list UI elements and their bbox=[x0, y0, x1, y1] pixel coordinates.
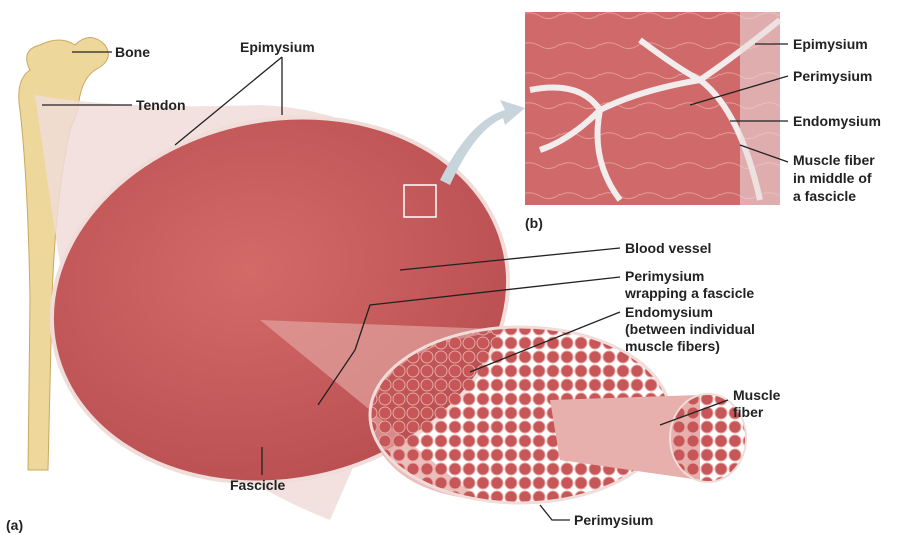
inset-marker bbox=[403, 184, 437, 218]
label-bone: Bone bbox=[115, 44, 150, 60]
muscle-fiber-illustration bbox=[550, 395, 700, 480]
label-epimysium: Epimysium bbox=[240, 39, 315, 55]
label-muscle-fiber-2: fiber bbox=[733, 404, 764, 420]
label-endomysium-2: (between individual bbox=[625, 321, 755, 337]
label-b-muscle-fiber-3: a fascicle bbox=[793, 188, 856, 204]
label-b-perimysium: Perimysium bbox=[793, 68, 872, 84]
label-perimysium: Perimysium bbox=[574, 512, 653, 528]
muscle-fiber-cross-section bbox=[669, 393, 747, 483]
label-perimysium-wrapping-2: wrapping a fascicle bbox=[624, 285, 754, 301]
label-b-endomysium: Endomysium bbox=[793, 113, 881, 129]
label-fascicle: Fascicle bbox=[230, 477, 285, 493]
label-b-muscle-fiber: Muscle fiber bbox=[793, 152, 875, 168]
fascicle-illustration bbox=[260, 320, 520, 500]
panel-a-tag: (a) bbox=[6, 517, 23, 533]
panel-b-tag: (b) bbox=[525, 215, 543, 231]
micrograph-panel bbox=[525, 12, 782, 205]
label-muscle-fiber: Muscle bbox=[733, 387, 781, 403]
label-endomysium-3: muscle fibers) bbox=[625, 338, 720, 354]
label-b-epimysium: Epimysium bbox=[793, 36, 868, 52]
label-blood-vessel: Blood vessel bbox=[625, 240, 711, 256]
zoom-arrow bbox=[440, 100, 525, 185]
label-endomysium: Endomysium bbox=[625, 304, 713, 320]
leader-lines bbox=[42, 43, 789, 521]
label-tendon: Tendon bbox=[136, 97, 186, 113]
label-perimysium-wrapping: Perimysium bbox=[625, 268, 704, 284]
label-b-muscle-fiber-2: in middle of bbox=[793, 170, 872, 186]
